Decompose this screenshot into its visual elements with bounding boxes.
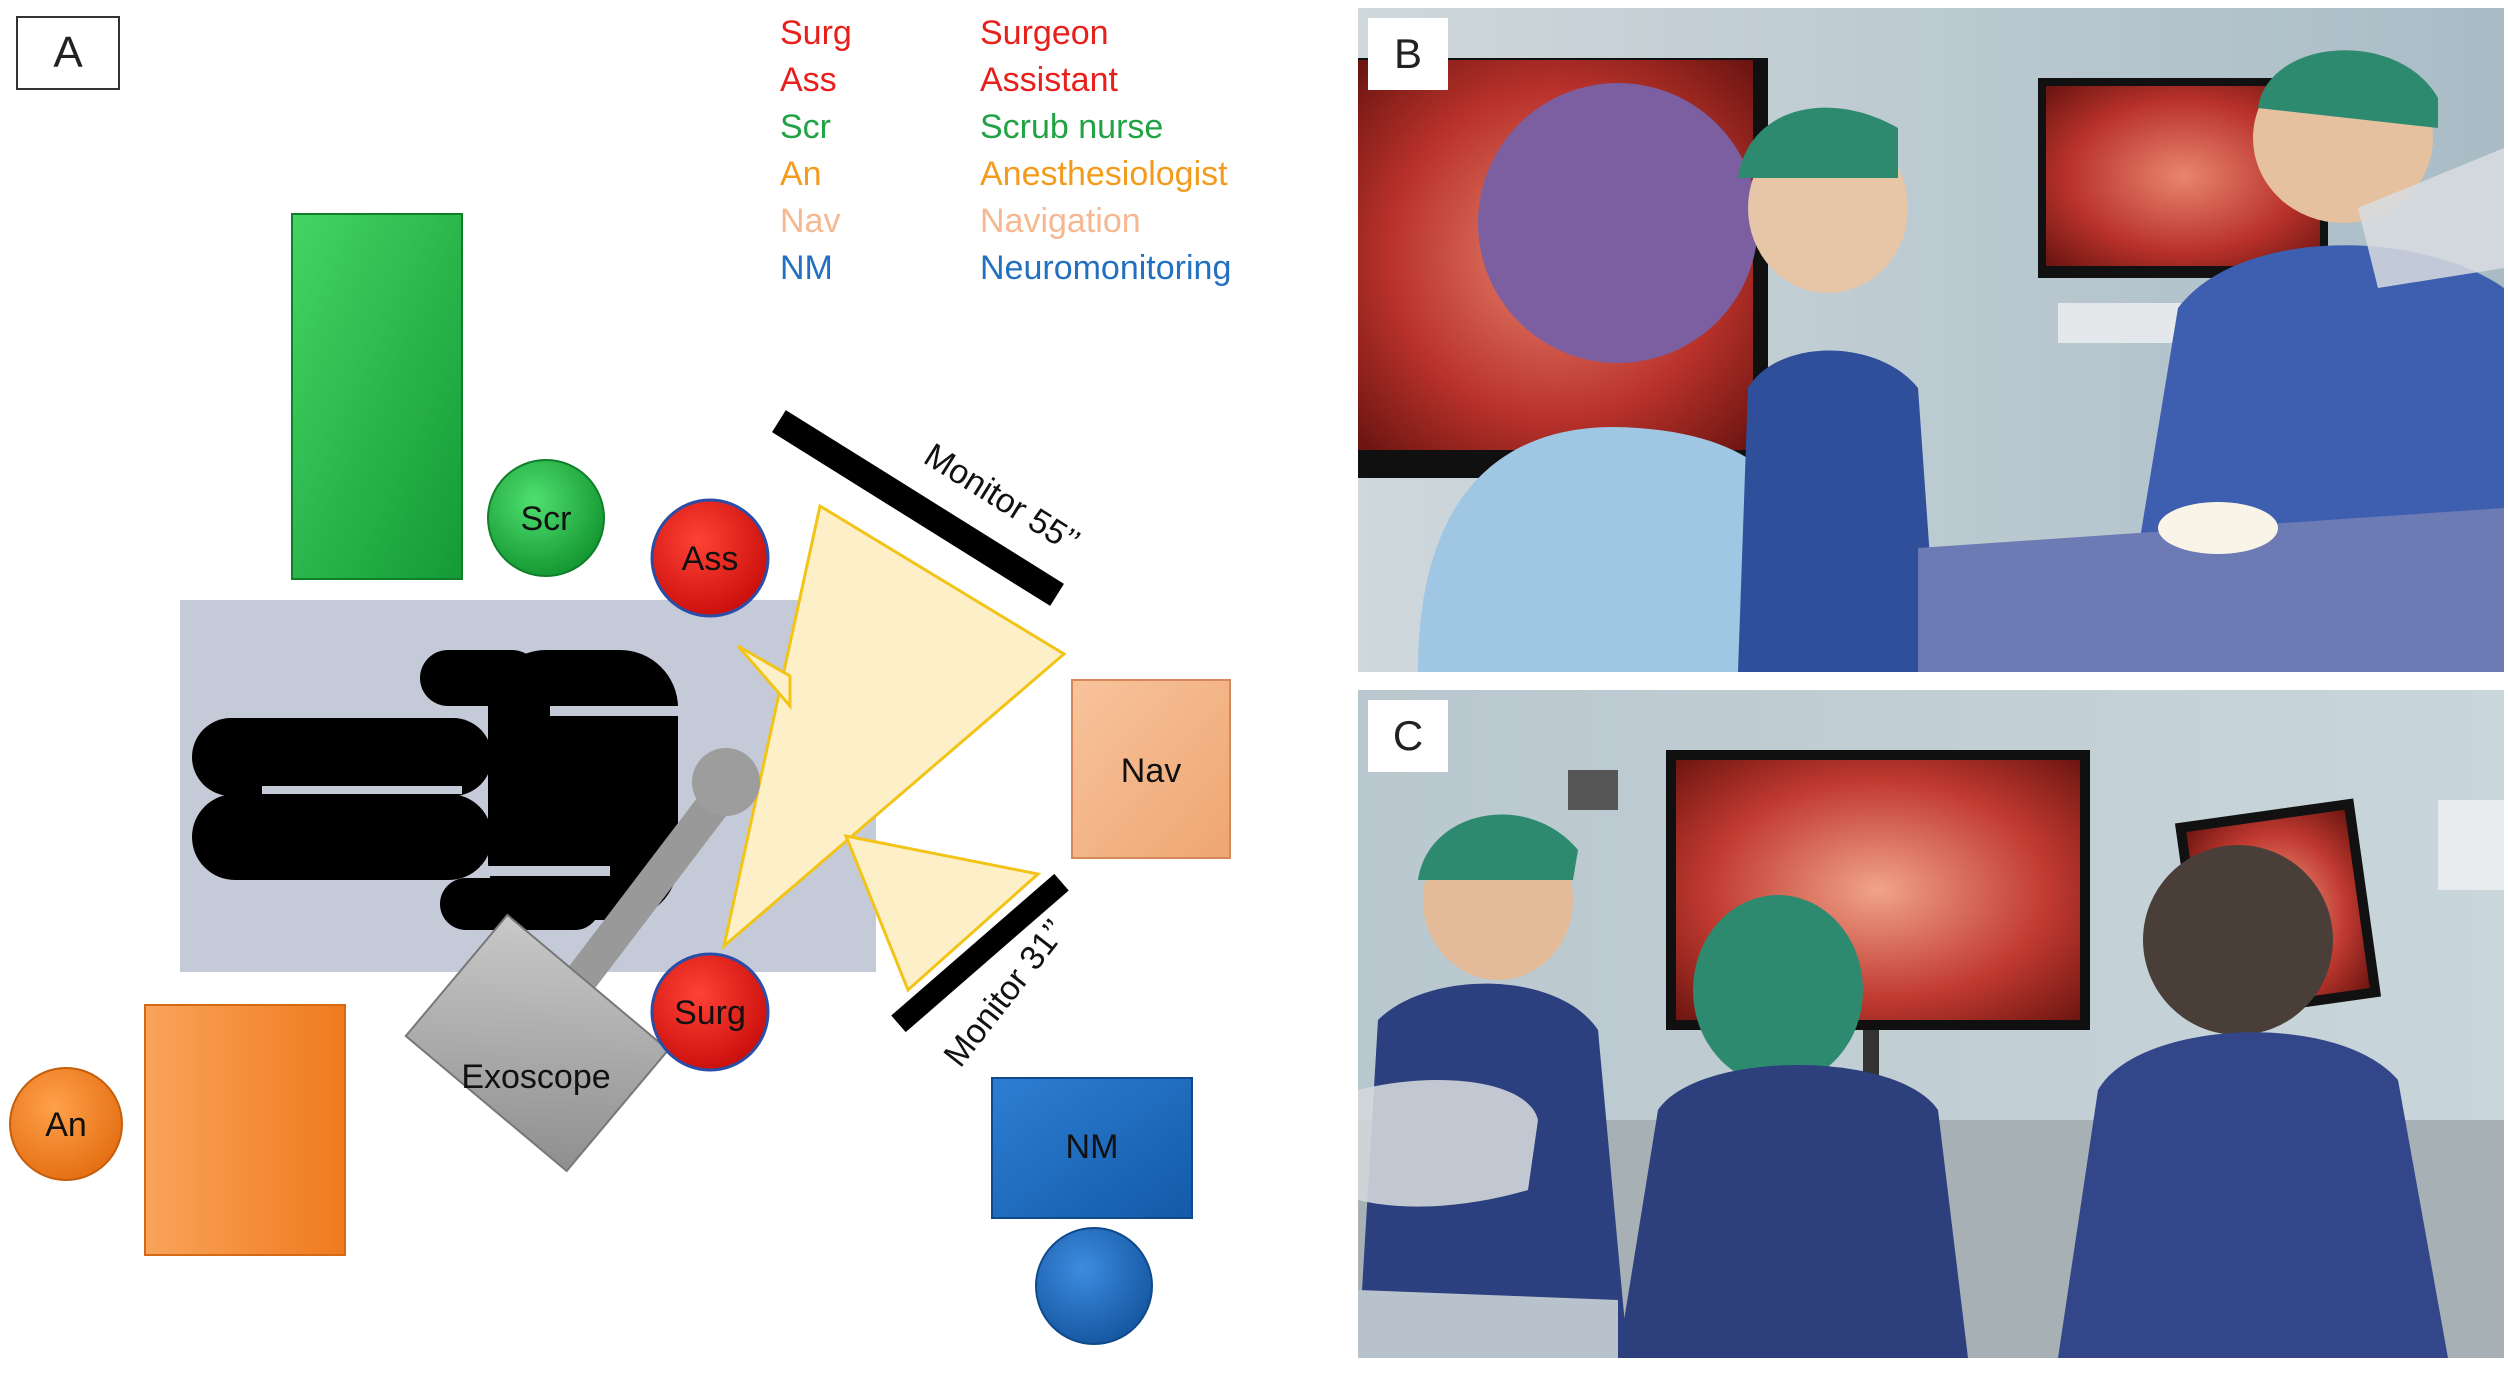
monitor-31-inch (891, 873, 1069, 1033)
panel-b-label: B (1368, 18, 1448, 90)
panel-a-label: A (16, 16, 120, 90)
surgeon-cap (2258, 50, 2438, 128)
exoscope-field-of-view-small (843, 833, 1042, 993)
surgeon-position (650, 952, 770, 1072)
scrub-instrument-table (291, 213, 463, 580)
legend-abbr-item: Surg (780, 14, 852, 52)
assistant-cap (1478, 83, 1758, 363)
or-layout-svg: Scr Ass Surg An Nav NM Exoscope Monitor … (9, 213, 1231, 1345)
panel-c-label: C (1368, 700, 1448, 772)
exoscope-camera-head (404, 913, 670, 1173)
patient-silhouette (192, 650, 678, 930)
neuromonitoring-station (991, 1077, 1193, 1219)
legend-full-name-item: Neuromonitoring (980, 249, 1232, 287)
monitor-55-label: Monitor 55’’ (917, 436, 1086, 561)
monitor-55-inch (772, 410, 1064, 606)
exoscope-arm (404, 748, 760, 1173)
panel-b-scene (1358, 8, 2504, 672)
nm-label: NM (1066, 1128, 1119, 1166)
navigation-station (1071, 679, 1231, 859)
legend-full-name-item: Navigation (980, 202, 1141, 240)
nav-label: Nav (1121, 752, 1181, 790)
legend-abbr-item: NM (780, 249, 833, 287)
ass-label: Ass (682, 540, 739, 578)
or-layout-diagram: Scr Ass Surg An Nav NM Exoscope Monitor … (9, 10, 1231, 1345)
assistant-cap-c (1693, 895, 1863, 1085)
assistant-position (650, 498, 770, 618)
an-label: An (45, 1106, 87, 1144)
panel-b-photo: B (1358, 8, 2504, 672)
legend-full-name-item: Scrub nurse (980, 108, 1164, 146)
scr-label: Scr (521, 500, 572, 538)
legend-abbr-item: Nav (780, 202, 841, 240)
neuromonitoring-operator-position (1035, 1227, 1153, 1345)
legend-full-name-item: Assistant (980, 61, 1118, 99)
scrub-nurse-cap (1738, 107, 1898, 178)
panel-c-photo: C (1358, 690, 2504, 1358)
assistant-gown (1418, 426, 1828, 672)
scrub-nurse-position (487, 459, 605, 577)
legend-full-name-item: Anesthesiologist (980, 155, 1228, 193)
legend-abbr-item: Scr (780, 108, 831, 146)
exoscope-field-of-view-large (721, 503, 1067, 951)
anesthesia-station (144, 1004, 346, 1256)
legend-full-name-item: Surgeon (980, 14, 1109, 52)
legend-abbr-item: Ass (780, 61, 837, 99)
anesthesiologist-position (9, 1067, 123, 1181)
surgeon-cap-c (2143, 845, 2333, 1035)
exoscope-label: Exoscope (461, 1058, 610, 1096)
surg-label: Surg (674, 994, 746, 1032)
legend-abbr-item: An (780, 155, 822, 193)
panel-c-scene (1358, 690, 2504, 1358)
